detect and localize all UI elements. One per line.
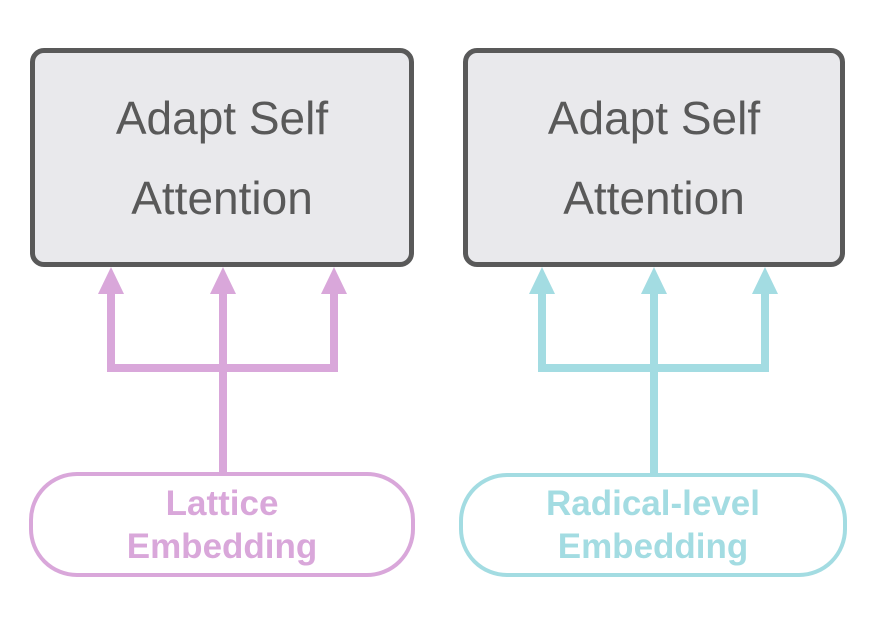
attention-box-left-line1: Adapt Self <box>115 91 329 144</box>
arrow-up-icon <box>321 267 347 294</box>
radical-to-attention-arrows <box>529 267 778 473</box>
radical-level-embedding-line1: Radical-level <box>546 484 760 523</box>
arrow-up-icon <box>529 267 555 294</box>
arrow-up-icon <box>641 267 667 294</box>
arrow-up-icon <box>210 267 236 294</box>
lattice-to-attention-arrows <box>98 267 347 473</box>
radical-level-embedding-line2: Embedding <box>557 527 749 566</box>
attention-box-right-line1: Adapt Self <box>547 91 761 144</box>
attention-box-right: Adapt Self Attention <box>463 48 845 267</box>
attention-box-left: Adapt Self Attention <box>30 48 414 267</box>
attention-box-left-line2: Attention <box>131 171 313 224</box>
arrow-up-icon <box>752 267 778 294</box>
lattice-embedding-box: Lattice Embedding <box>29 472 415 577</box>
attention-box-right-line2: Attention <box>563 171 745 224</box>
lattice-embedding-line1: Lattice <box>165 483 279 523</box>
arrow-up-icon <box>98 267 124 294</box>
lattice-embedding-line2: Embedding <box>126 526 318 566</box>
radical-level-embedding-box: Radical-level Embedding <box>459 473 847 577</box>
